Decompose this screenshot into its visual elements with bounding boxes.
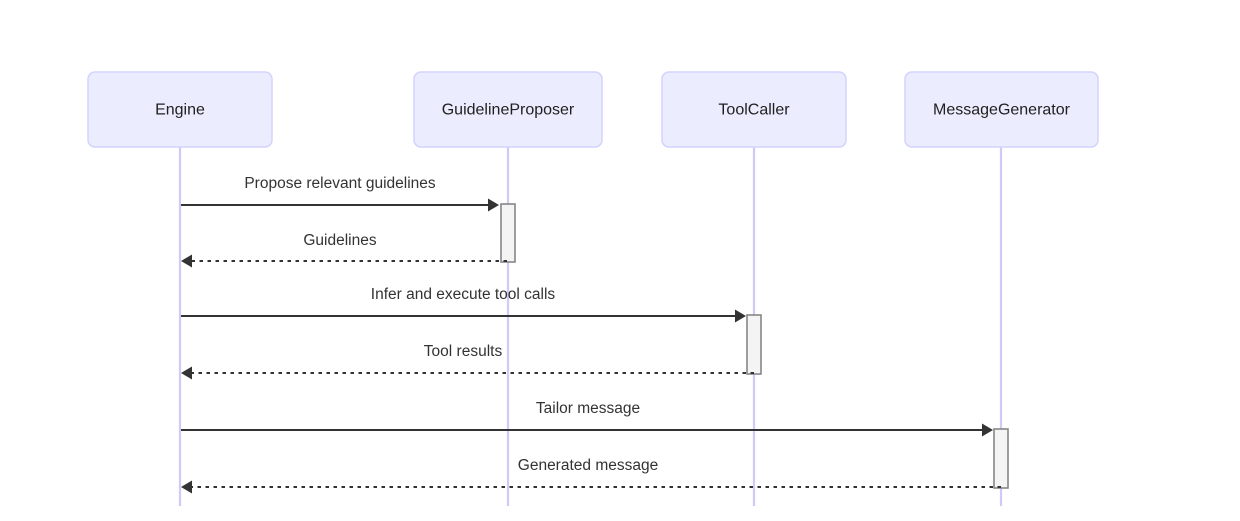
message-label-infer-and-execute-tool-calls: Infer and execute tool calls — [371, 286, 556, 303]
message-arrowhead-tool-results — [181, 366, 192, 380]
message-label-tool-results: Tool results — [424, 343, 503, 360]
activation-message-generator — [993, 428, 1009, 489]
activation-guideline-proposer — [500, 203, 516, 263]
message-tool-results[interactable]: Tool results — [181, 343, 754, 380]
activation-tool-caller — [746, 314, 762, 375]
participant-engine[interactable]: Engine — [87, 71, 273, 148]
participant-tool-caller[interactable]: ToolCaller — [661, 71, 847, 148]
participant-box-guideline-proposer[interactable] — [413, 71, 603, 148]
participant-box-engine[interactable] — [87, 71, 273, 148]
participants-group: Engine GuidelineProposer ToolCaller Message… — [87, 71, 1099, 148]
message-arrowhead-propose-relevant-guidelines — [488, 198, 499, 212]
participant-label-guideline-proposer: GuidelineProposer — [442, 102, 575, 119]
message-label-tailor-message: Tailor message — [536, 400, 640, 417]
message-label-propose-relevant-guidelines: Propose relevant guidelines — [244, 175, 436, 192]
message-arrowhead-guidelines — [181, 254, 192, 268]
message-arrowhead-generated-message — [181, 480, 192, 494]
message-arrowhead-infer-and-execute-tool-calls — [735, 309, 746, 323]
message-arrowhead-tailor-message — [982, 423, 993, 437]
lifelines-group — [178, 147, 1003, 506]
participant-label-engine: Engine — [155, 102, 205, 119]
message-generated-message[interactable]: Generated message — [181, 457, 1001, 494]
participant-box-tool-caller[interactable] — [661, 71, 847, 148]
participant-box-message-generator[interactable] — [904, 71, 1099, 148]
participant-message-generator[interactable]: MessageGenerator — [904, 71, 1099, 148]
messages-group: Propose relevant guidelinesGuidelinesInf… — [181, 175, 1001, 494]
participant-label-message-generator: MessageGenerator — [933, 102, 1071, 119]
message-propose-relevant-guidelines[interactable]: Propose relevant guidelines — [181, 175, 499, 212]
message-label-guidelines: Guidelines — [303, 232, 376, 249]
message-tailor-message[interactable]: Tailor message — [181, 400, 993, 437]
message-infer-and-execute-tool-calls[interactable]: Infer and execute tool calls — [181, 286, 746, 323]
message-label-generated-message: Generated message — [518, 457, 658, 474]
participant-guideline-proposer[interactable]: GuidelineProposer — [413, 71, 603, 148]
participant-label-tool-caller: ToolCaller — [718, 102, 790, 119]
message-guidelines[interactable]: Guidelines — [181, 232, 507, 268]
